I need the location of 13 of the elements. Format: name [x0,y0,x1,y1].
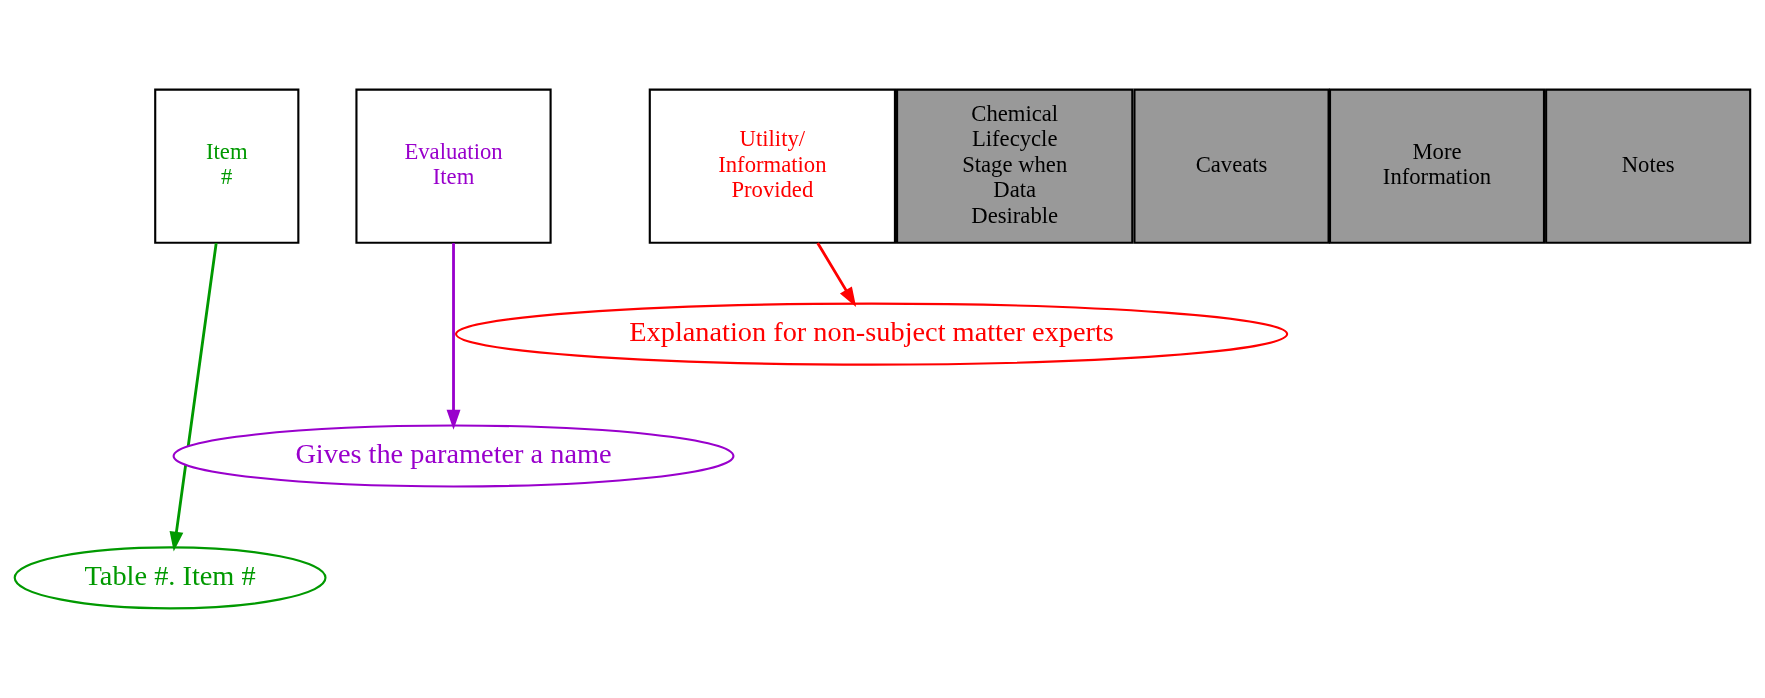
node-box: Item # [154,88,300,244]
arrow [446,243,461,430]
node-box: Chemical Lifecycle Stage when Data Desirable [896,88,1134,244]
node-ellipse: Table #. Item # [13,546,327,610]
node-box: Caveats [1133,88,1330,244]
arrow [816,242,857,307]
arrow [169,242,218,552]
node-box: Utility/ Information Provided [648,88,896,244]
node-box: Notes [1545,88,1752,244]
node-ellipse: Gives the parameter a name [172,424,735,488]
node-ellipse: Explanation for non-subject matter experts [454,302,1289,366]
node-box: Evaluation Item [355,88,552,244]
node-box: More Information [1328,88,1546,244]
